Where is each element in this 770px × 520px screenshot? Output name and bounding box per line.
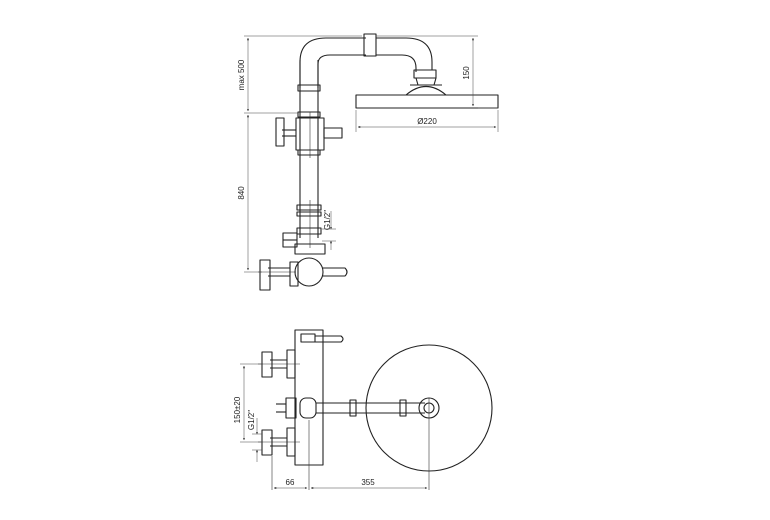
dim-thread-front-label: G1/2" [247,410,256,430]
riser-collar-top [297,84,321,92]
gooseneck-arm [299,33,437,88]
dim-355-label: 355 [361,478,375,487]
mixer-body-side [258,243,348,291]
dimension-column-height: 840 [237,114,262,273]
dimension-thread-front: G1/2" [247,410,262,462]
riser-pipe [299,60,319,238]
diverter-block [275,112,343,158]
dimension-head-diameter: Ø220 [355,110,499,132]
dimension-max-height: max 500 [237,35,362,114]
lower-eccentric-connector [258,427,300,457]
upper-eccentric-connector [258,349,300,379]
riser-collar-upper [297,111,321,118]
diverter-knob-front [276,397,297,419]
lever-front [300,333,344,343]
front-view: 150±20 G1/2" 66 355 [233,329,493,490]
dim-diameter-label: Ø220 [417,117,437,126]
horizontal-arm-front [299,397,440,419]
dimension-wall-offset: 66 [273,478,308,489]
dim-840-label: 840 [237,186,246,200]
riser-connector [296,200,322,248]
dimension-reach: 355 [310,478,428,489]
wall-bracket [282,232,298,248]
dim-spacing-label: 150±20 [233,396,242,423]
dim-thread-side-label: G1/2" [323,210,332,230]
dimension-spacing: 150±20 [233,363,262,443]
dimension-head-drop: 150 [376,35,498,109]
side-view: max 500 840 150 Ø220 G1/2" [237,33,499,291]
riser-collar-lower [297,149,321,156]
shower-head-side [355,84,499,109]
dimension-thread-side: G1/2" [322,210,336,250]
dim-150-label: 150 [462,66,471,80]
dim-max-500-label: max 500 [237,59,246,90]
dim-66-label: 66 [286,478,295,487]
